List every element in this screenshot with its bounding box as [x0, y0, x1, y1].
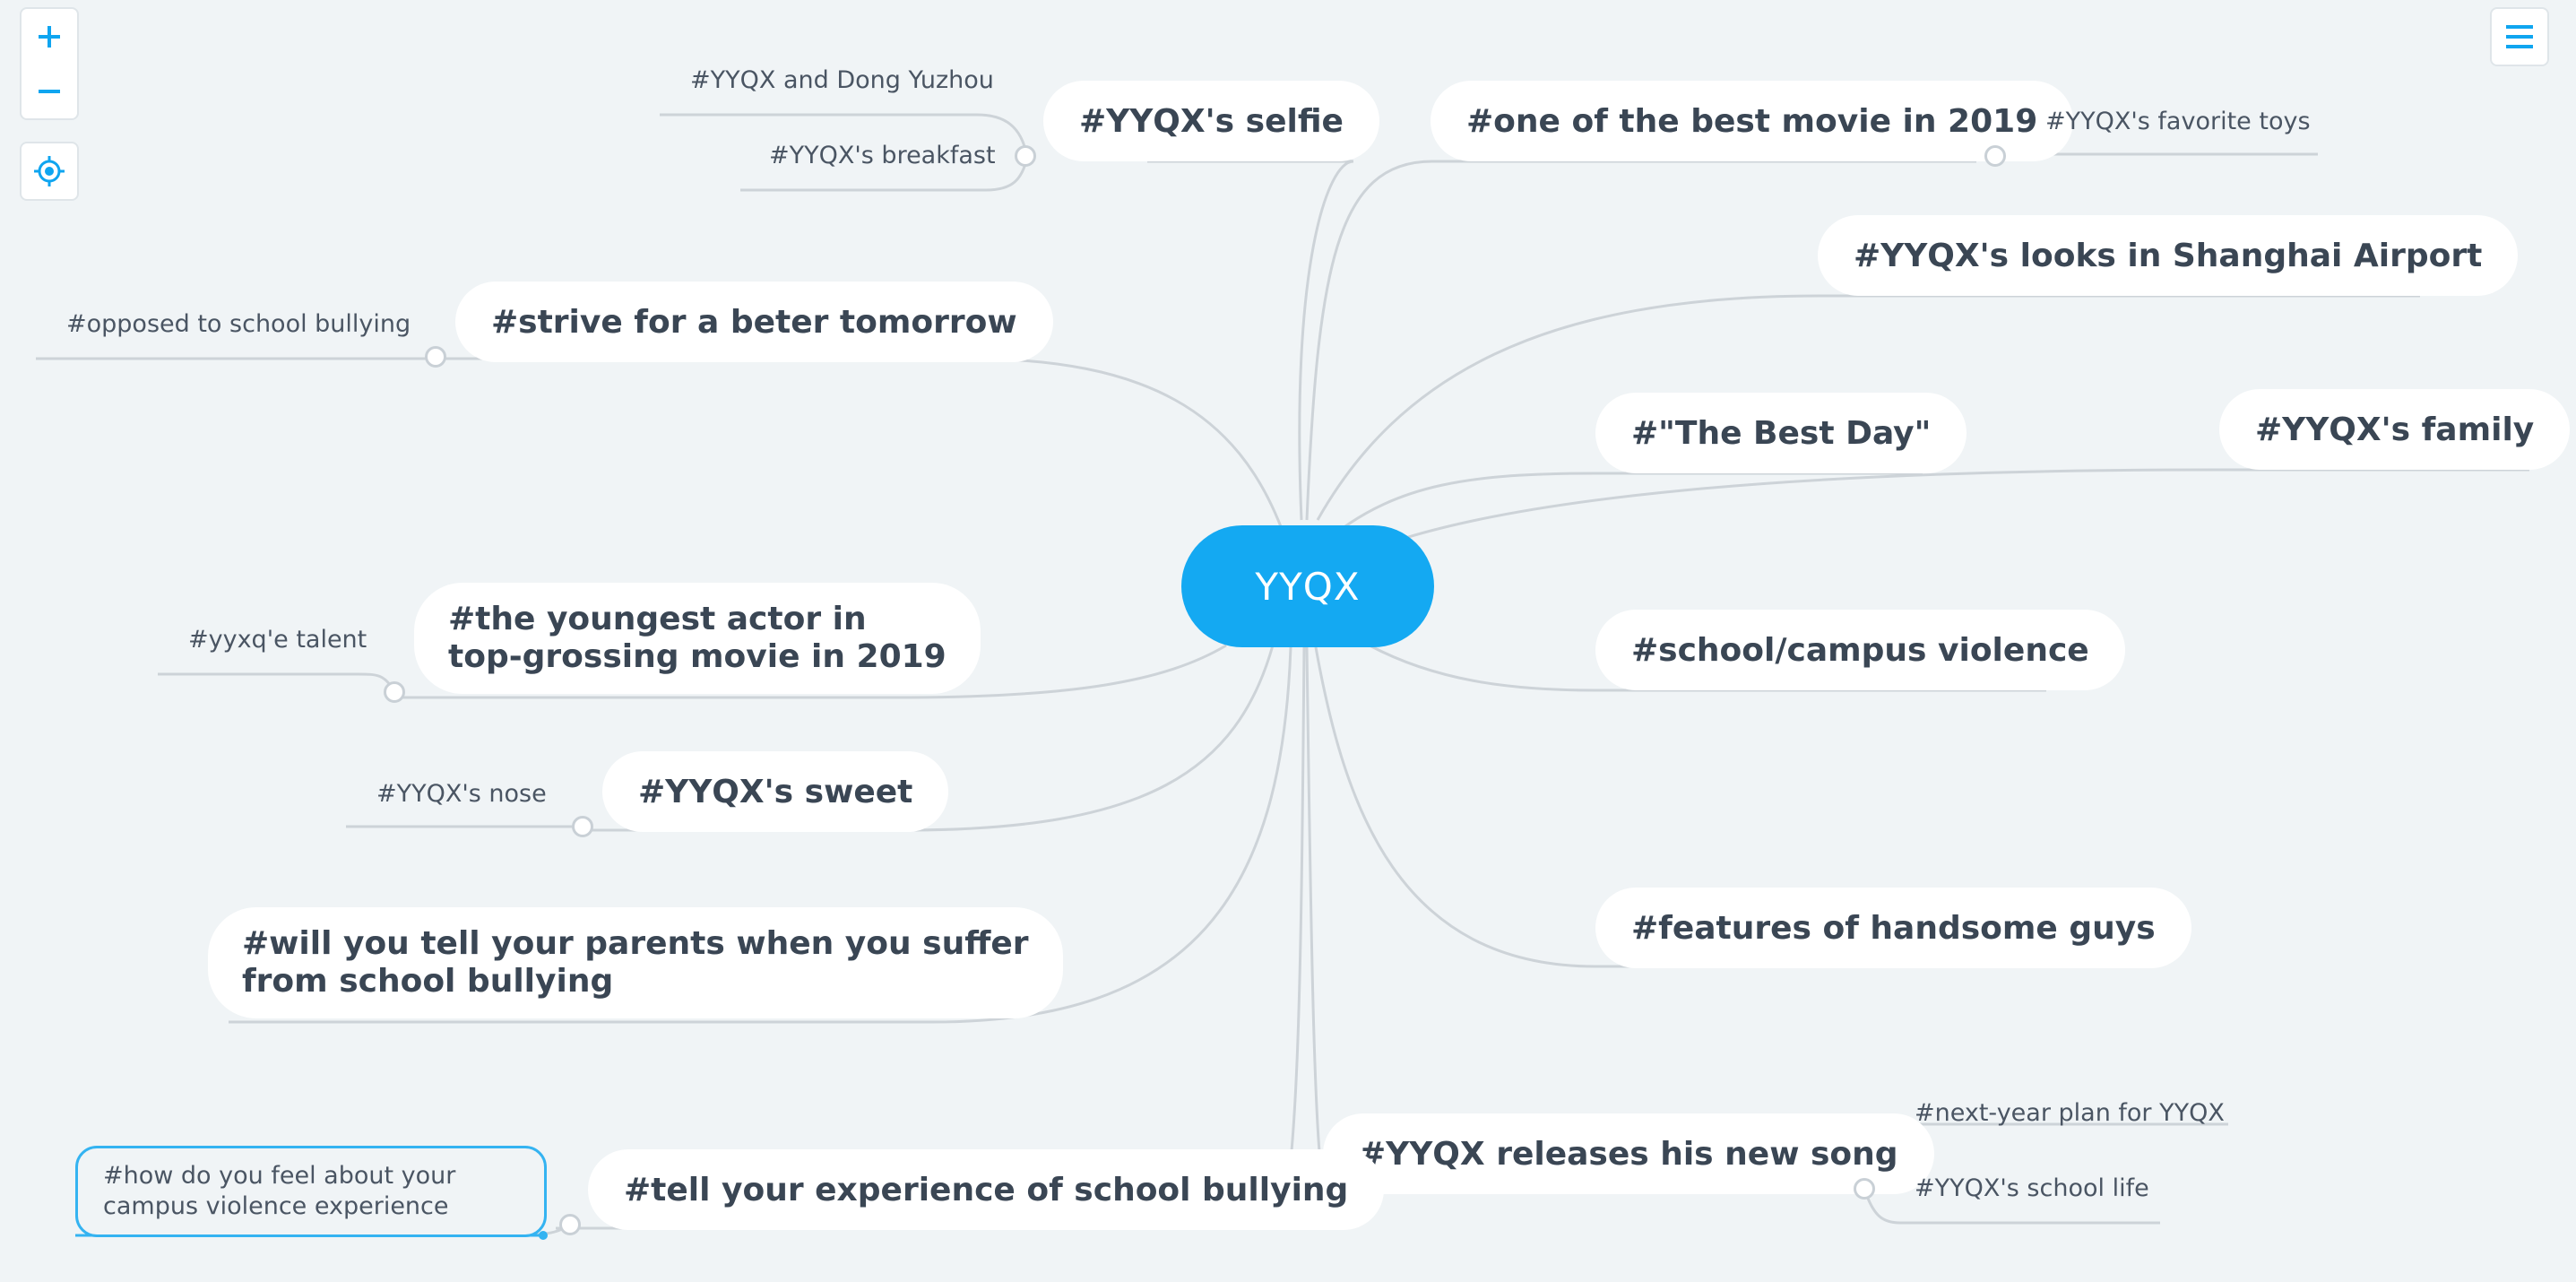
- minus-icon: [39, 89, 60, 93]
- subtopic-nose[interactable]: #YYQX's nose: [376, 780, 547, 808]
- topic-sweet[interactable]: #YYQX's sweet: [602, 751, 949, 832]
- subtopic-opposed-bullying[interactable]: #opposed to school bullying: [66, 310, 411, 338]
- zoom-in-button[interactable]: [22, 9, 77, 64]
- topic-tell-parents-line-1: #will you tell your parents when you suf…: [242, 925, 1029, 962]
- topic-strive[interactable]: #strive for a beter tomorrow: [455, 282, 1053, 362]
- collapse-toggle-new-song[interactable]: [1854, 1178, 1875, 1200]
- topic-shanghai-airport[interactable]: #YYQX's looks in Shanghai Airport: [1818, 215, 2519, 296]
- collapse-toggle-strive[interactable]: [425, 346, 446, 368]
- topic-selfie[interactable]: #YYQX's selfie: [1043, 81, 1379, 161]
- topic-campus-violence[interactable]: #school/campus violence: [1595, 610, 2125, 690]
- crosshair-icon: [34, 156, 65, 186]
- topic-youngest-actor[interactable]: #the youngest actor in top-grossing movi…: [414, 583, 981, 694]
- subtopic-school-life[interactable]: #YYQX's school life: [1915, 1174, 2149, 1202]
- zoom-controls: [20, 7, 79, 120]
- subtopic-dong-yuzhou[interactable]: #YYQX and Dong Yuzhou: [690, 66, 994, 94]
- topic-new-song[interactable]: #YYQX releases his new song: [1323, 1113, 1934, 1194]
- central-topic[interactable]: YYQX: [1181, 525, 1434, 647]
- hamburger-icon: [2506, 25, 2533, 48]
- subtopic-breakfast[interactable]: #YYQX's breakfast: [769, 142, 996, 169]
- topic-best-movie[interactable]: #one of the best movie in 2019: [1431, 81, 2074, 161]
- collapse-toggle-selfie[interactable]: [1015, 145, 1036, 167]
- menu-button[interactable]: [2490, 7, 2549, 66]
- collapse-toggle-sweet[interactable]: [572, 816, 593, 837]
- plus-icon: [39, 25, 60, 48]
- collapse-toggle-best-movie[interactable]: [1984, 145, 2006, 167]
- recenter-button[interactable]: [20, 142, 79, 201]
- topic-family[interactable]: #YYQX's family: [2219, 389, 2571, 470]
- topic-tell-experience[interactable]: #tell your experience of school bullying: [588, 1149, 1385, 1230]
- topic-handsome-guys[interactable]: #features of handsome guys: [1595, 888, 2191, 968]
- collapse-toggle-youngest-actor[interactable]: [384, 681, 405, 703]
- topic-best-day[interactable]: #"The Best Day": [1595, 393, 1967, 473]
- collapse-toggle-tell-experience[interactable]: [559, 1214, 581, 1235]
- topic-tell-parents-line-2: from school bullying: [242, 963, 614, 1000]
- topic-tell-parents[interactable]: #will you tell your parents when you suf…: [208, 907, 1063, 1018]
- topic-youngest-actor-line-1: #the youngest actor in: [448, 601, 867, 637]
- subtopic-talent[interactable]: #yyxq'e talent: [188, 626, 367, 654]
- subtopic-how-feel-selected[interactable]: #how do you feel about your campus viole…: [75, 1146, 547, 1237]
- subtopic-next-year-plan[interactable]: #next-year plan for YYQX: [1915, 1099, 2225, 1127]
- zoom-out-button[interactable]: [22, 64, 77, 118]
- topic-youngest-actor-line-2: top-grossing movie in 2019: [448, 638, 947, 675]
- subtopic-favorite-toys[interactable]: #YYQX's favorite toys: [2045, 108, 2311, 135]
